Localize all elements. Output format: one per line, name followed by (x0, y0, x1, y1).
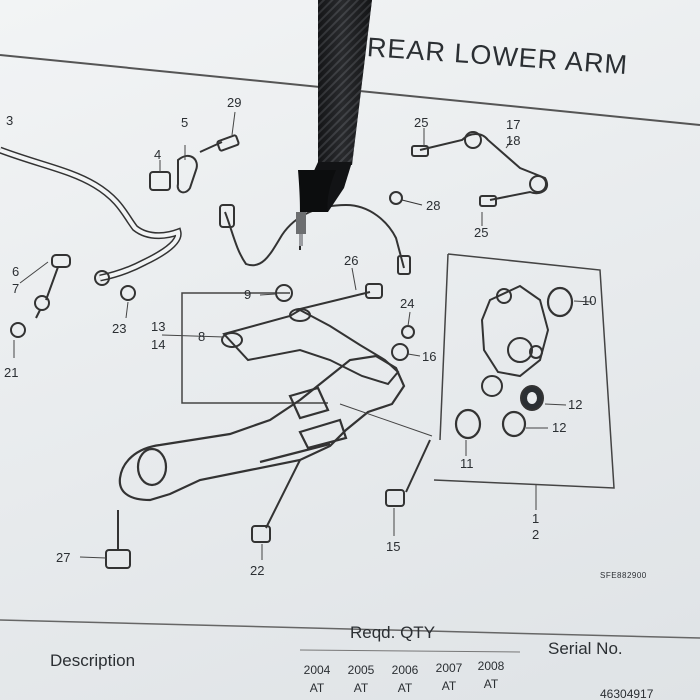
trans-2008: AT (483, 677, 499, 691)
callout-18: 18 (506, 133, 521, 148)
nut-21 (10, 322, 26, 338)
sensor-harness (224, 203, 405, 269)
callout-12-upper: 12 (568, 397, 583, 412)
callout-7: 7 (12, 281, 20, 296)
year-2004: 2004 (303, 663, 331, 677)
year-2008: 2008 (477, 659, 505, 673)
bolt-26 (295, 283, 383, 311)
callout-21: 21 (4, 365, 19, 380)
bushing-10 (546, 286, 574, 318)
description-header: Description (50, 651, 136, 670)
stabilizer-link (34, 254, 71, 319)
bushing-9 (275, 284, 293, 302)
bushing-11 (454, 408, 482, 440)
callout-6: 6 (12, 264, 20, 279)
partial-serial-number: 46304917 (600, 687, 654, 700)
serial-no-header: Serial No. (548, 639, 623, 658)
trailing-arm-assembly (118, 354, 406, 502)
callout-10: 10 (582, 293, 597, 308)
trans-2005: AT (353, 681, 369, 695)
callout-25-top: 25 (414, 115, 429, 130)
knuckle-group-box (433, 253, 615, 489)
bolt-27 (105, 510, 131, 569)
callout-9: 9 (244, 287, 252, 302)
year-2005: 2005 (347, 663, 375, 677)
trans-2007: AT (441, 679, 457, 693)
callout-28: 28 (426, 198, 441, 213)
bolt-15 (385, 439, 431, 507)
callout-27: 27 (56, 550, 71, 565)
callout-11: 11 (460, 456, 474, 471)
callout-1: 1 (532, 511, 540, 526)
callout-25-bottom: 25 (474, 225, 489, 240)
pen-nib (296, 212, 306, 234)
callout-4: 4 (154, 147, 162, 162)
callout-12-lower: 12 (552, 420, 567, 435)
upper-link-17-18 (411, 131, 549, 207)
callout-5: 5 (181, 115, 189, 130)
callout-2: 2 (532, 527, 540, 542)
bushing-12b (501, 410, 527, 438)
callout-8: 8 (198, 329, 206, 344)
callout-17: 17 (506, 117, 521, 132)
trans-2004: AT (309, 681, 325, 695)
callout-14: 14 (151, 337, 166, 352)
callout-13: 13 (151, 319, 166, 334)
nut-23 (120, 285, 136, 301)
callout-16: 16 (422, 349, 437, 364)
year-2007: 2007 (435, 661, 463, 675)
year-2006: 2006 (391, 663, 419, 677)
leader-lines (13, 111, 593, 560)
reqd-qty-header: Reqd. QTY (350, 623, 436, 642)
bolt-22 (251, 459, 301, 543)
callout-22: 22 (250, 563, 265, 578)
callout-23: 23 (112, 321, 127, 336)
callout-26: 26 (344, 253, 359, 268)
table-top-rule (0, 619, 700, 639)
callout-29: 29 (227, 95, 242, 110)
callout-15: 15 (386, 539, 401, 554)
diagram-code: SFE882900 (600, 571, 647, 580)
callout-24: 24 (400, 296, 415, 311)
trans-2006: AT (397, 681, 413, 695)
knuckle-1-2 (480, 284, 550, 397)
callout-3: 3 (6, 113, 14, 128)
